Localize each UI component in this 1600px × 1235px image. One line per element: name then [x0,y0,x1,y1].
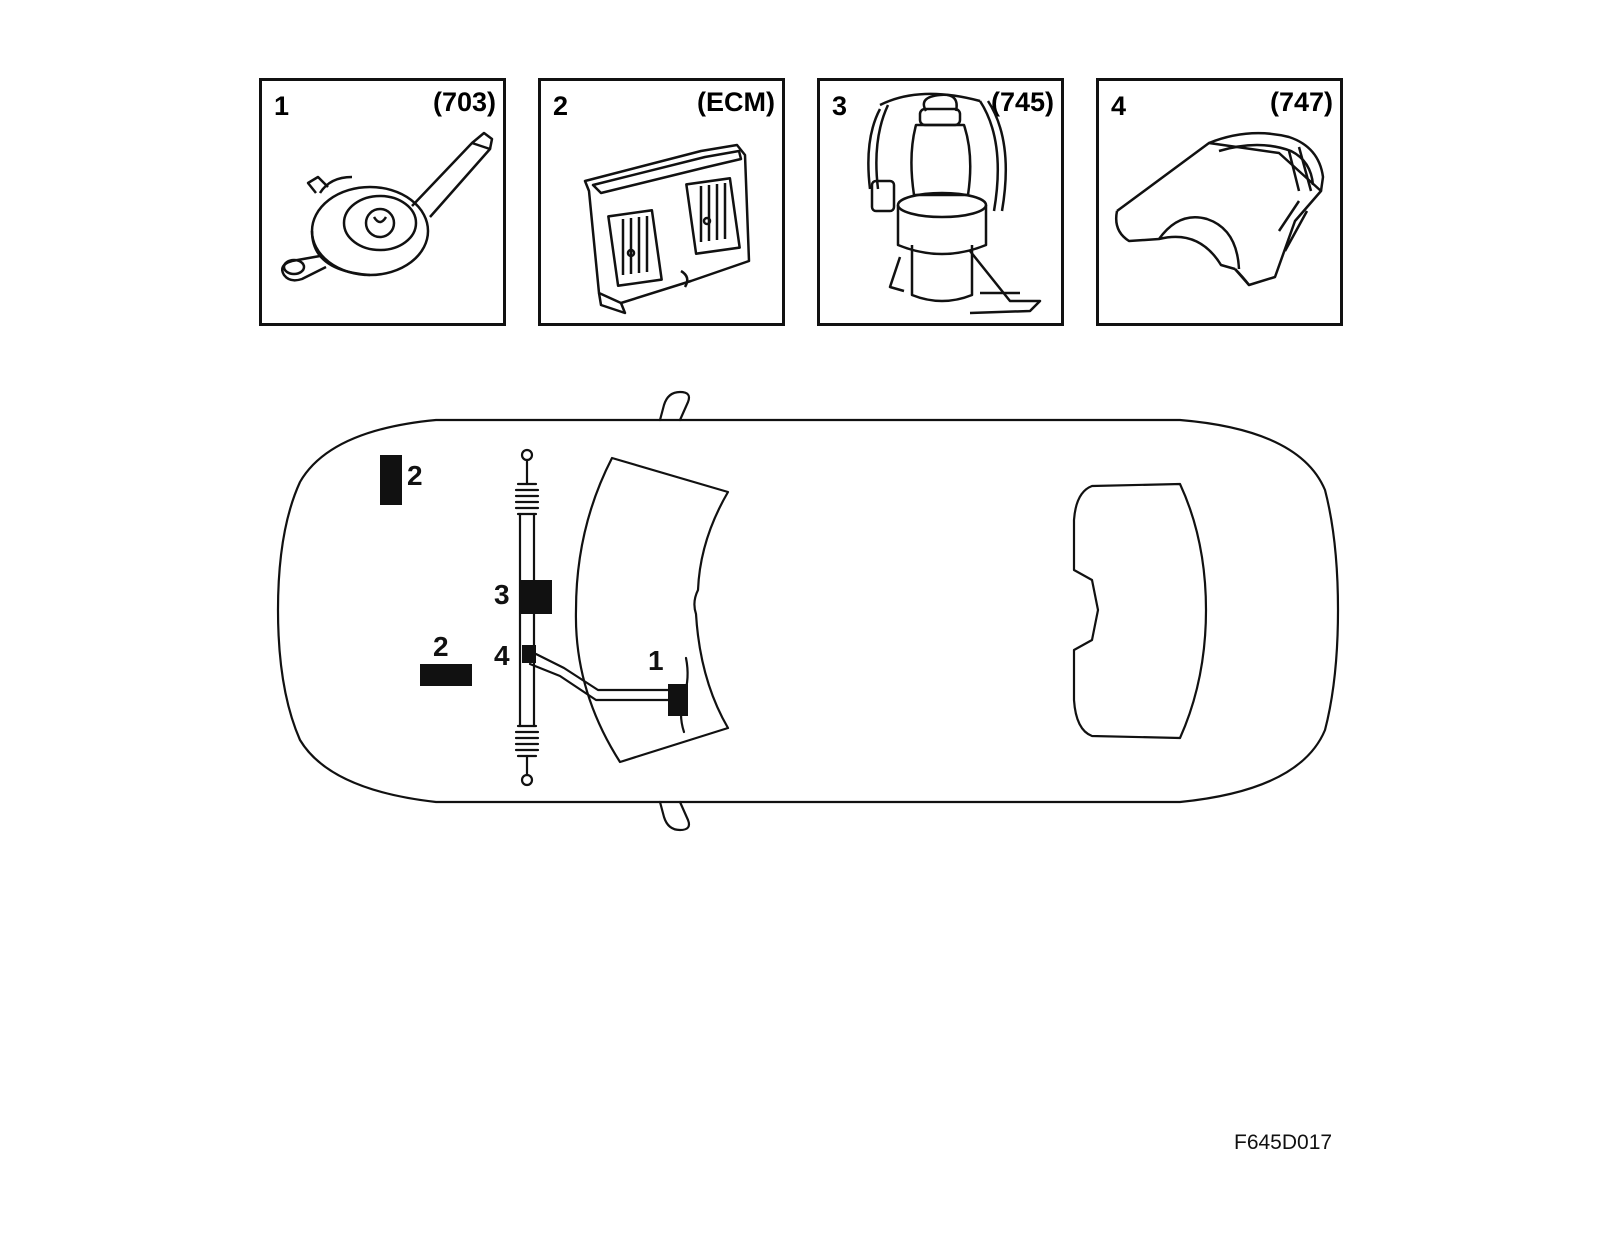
callout-valve: 4 [494,640,510,671]
left-mirror [658,390,691,422]
panel-code: (745) [990,87,1054,117]
callout-ecm-lower: 2 [433,631,449,662]
vehicle-outline [276,418,1340,804]
steering-column [528,662,678,702]
steering-angle-sensor-icon [281,131,494,282]
rack-end-bottom [520,773,534,787]
rack-boot-bottom [514,724,540,758]
component-panel-1: 1 (703) [259,78,506,326]
panel-code: (703) [432,87,496,117]
component-panel-4: 4 (747) [1096,78,1343,326]
figure-id: F645D017 [1234,1131,1333,1154]
callout-pump: 3 [494,579,510,610]
marker-valve [522,645,536,663]
ecm-module-icon [583,143,751,315]
rear-window [1072,482,1208,740]
rack-end-top [520,448,534,462]
right-mirror [658,800,691,832]
callout-ecm-front: 2 [407,460,423,491]
panel-number: 3 [832,91,848,121]
rack-boot-top [514,482,540,516]
component-panel-3: 3 (745) [817,78,1064,326]
panel-number: 4 [1111,91,1127,121]
panel-code: (747) [1269,87,1333,117]
callout-steering: 1 [648,645,664,676]
marker-ecm-front [380,455,402,505]
marker-pump [520,580,552,614]
panel-number: 1 [274,91,290,121]
hydraulic-pump-icon [867,92,1042,315]
component-panel-2: 2 (ECM) [538,78,785,326]
panel-number: 2 [553,91,569,121]
windshield [574,456,730,764]
connector-sensor-icon [1115,131,1325,287]
marker-steering-sensor [668,684,688,716]
panel-code: (ECM) [697,87,775,117]
marker-ecm-lower [420,664,472,686]
